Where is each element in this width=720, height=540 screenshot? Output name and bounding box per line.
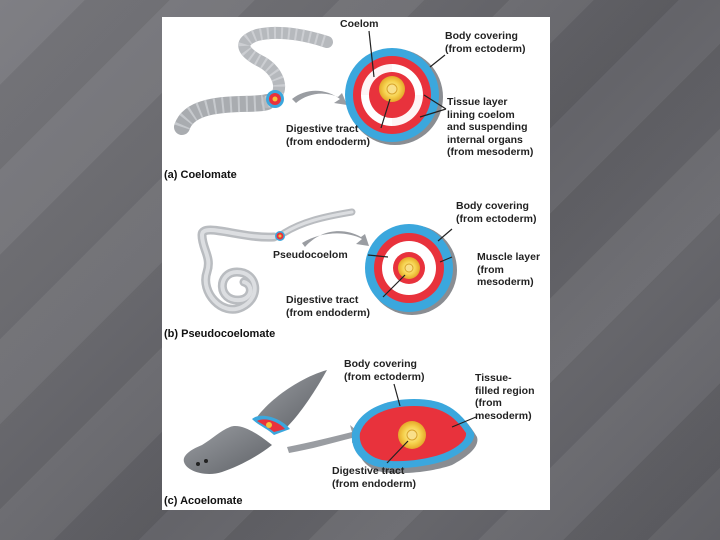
pseudocoelomate-digestive-tract-label: Digestive tract (from endoderm): [286, 294, 370, 319]
coelomate-leader-lines: [368, 30, 447, 129]
acoelomate-arrow: [287, 425, 362, 453]
coelomate-digestive-tract-label: Digestive tract (from endoderm): [286, 123, 370, 148]
coelomate-caption: (a) Coelomate: [164, 169, 237, 181]
coelomate-cross-section: [345, 48, 443, 145]
tissue-layer-label: Tissue layer lining coelom and suspendin…: [447, 96, 534, 158]
pseudocoelomate-leader-lines: [367, 228, 453, 298]
coelomate-arrow: [292, 90, 347, 105]
coelomate-body-covering-label: Body covering (from ectoderm): [445, 30, 526, 55]
acoelomate-body-covering-label: Body covering (from ectoderm): [344, 358, 425, 383]
pseudocoelomate-roundworm: [197, 208, 356, 314]
coelomate-earthworm: [174, 26, 333, 135]
acoelomate-cross-section: [351, 399, 478, 474]
acoelomate-leader-lines: [386, 383, 477, 464]
pseudocoelomate-caption: (b) Pseudocoelomate: [164, 328, 276, 340]
pseudocoelomate-arrow: [302, 231, 369, 247]
pseudocoelomate-cross-section: [365, 224, 457, 315]
tissue-filled-region-label: Tissue- filled region (from mesoderm): [475, 372, 535, 422]
pseudocoelom-label: Pseudocoelom: [273, 249, 348, 261]
body-cavity-figure: Coelom Body covering (from ectoderm) Tis…: [162, 17, 550, 510]
acoelomate-caption: (c) Acoelomate: [164, 495, 243, 507]
acoelomate-flatworm: [183, 370, 327, 474]
acoelomate-digestive-tract-label: Digestive tract (from endoderm): [332, 465, 416, 490]
coelom-label: Coelom: [340, 18, 379, 30]
diagram-drawing: [174, 26, 478, 474]
pseudocoelomate-body-covering-label: Body covering (from ectoderm): [456, 200, 537, 225]
muscle-layer-label: Muscle layer (from mesoderm): [477, 251, 541, 288]
